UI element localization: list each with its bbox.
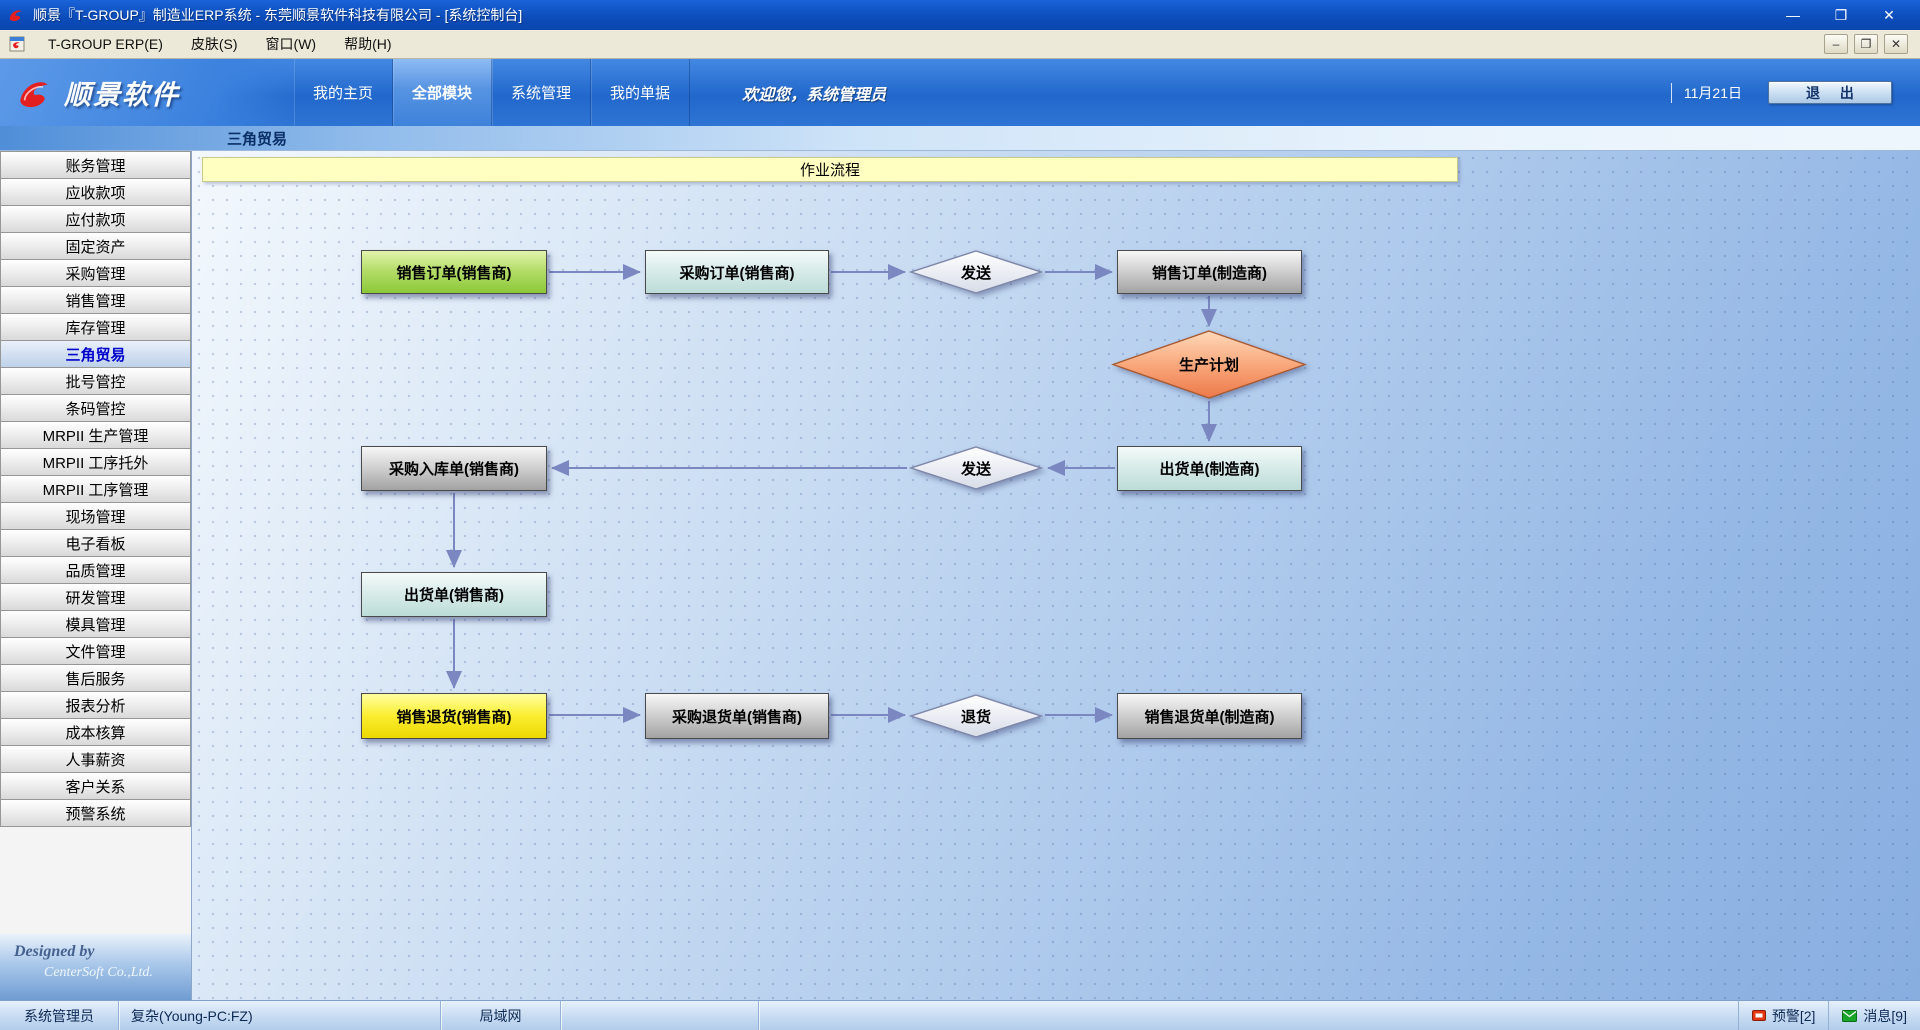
sidebar-item-mold[interactable]: 模具管理 — [0, 610, 191, 638]
sidebar-item-sales[interactable]: 销售管理 — [0, 286, 191, 314]
window-controls: ― ❐ ✕ — [1776, 4, 1914, 26]
sidebar-item-mrp2-outsourcing[interactable]: MRPII 工序托外 — [0, 448, 191, 476]
module-sidebar: 账务管理 应收款项 应付款项 固定资产 采购管理 销售管理 库存管理 三角贸易 … — [0, 151, 192, 1000]
sidebar-item-document[interactable]: 文件管理 — [0, 637, 191, 665]
brand-name: 顺景软件 — [64, 80, 180, 110]
vendor-name-text: CenterSoft Co.,Ltd. — [44, 965, 153, 980]
flow-node-sales-order-manufacturer[interactable]: 销售订单(制造商) — [1117, 250, 1302, 294]
sidebar-item-alert-system[interactable]: 预警系统 — [0, 799, 191, 827]
module-title: 三角贸易 — [227, 130, 288, 148]
mdi-window-controls: – ❐ ✕ — [1824, 34, 1914, 54]
messages-label: 消息[9] — [1863, 1007, 1907, 1024]
flow-node-send-2: 发送 — [909, 446, 1043, 490]
alerts-label: 预警[2] — [1771, 1007, 1816, 1024]
menu-window[interactable]: 窗口(W) — [265, 36, 317, 52]
sidebar-item-inventory[interactable]: 库存管理 — [0, 313, 191, 341]
flow-node-sales-order-seller[interactable]: 销售订单(销售商) — [361, 250, 547, 294]
menu-help[interactable]: 帮助(H) — [344, 36, 392, 52]
exit-button[interactable]: 退 出 — [1768, 81, 1892, 104]
brand-logo: 顺景软件 — [0, 59, 294, 126]
sidebar-item-e-kanban[interactable]: 电子看板 — [0, 529, 191, 557]
close-icon[interactable]: ✕ — [1883, 6, 1895, 23]
sidebar-item-after-sales[interactable]: 售后服务 — [0, 664, 191, 692]
brand-swoosh-icon — [20, 81, 48, 107]
window-title: 顺景『T-GROUP』制造业ERP系统 - 东莞顺景软件科技有限公司 - [系统… — [33, 7, 523, 23]
diamond-shape — [909, 694, 1043, 738]
status-network: 局域网 — [441, 1001, 561, 1030]
flow-node-purchase-return-seller[interactable]: 采购退货单(销售商) — [645, 693, 829, 739]
tab-my-home[interactable]: 我的主页 — [294, 59, 394, 126]
flowchart-canvas: 作业流程 — [192, 151, 1920, 1000]
flow-node-purchase-order-seller[interactable]: 采购订单(销售商) — [645, 250, 829, 294]
tab-system-admin[interactable]: 系统管理 — [492, 59, 592, 126]
status-alerts[interactable]: 预警[2] — [1737, 1001, 1829, 1030]
diamond-shape — [909, 446, 1043, 490]
minimize-icon[interactable]: ― — [1786, 7, 1800, 23]
date-label: 11月21日 — [1670, 82, 1742, 103]
status-workstation: 复杂(Young-PC:FZ) — [119, 1001, 441, 1030]
menu-tgroup-erp[interactable]: T-GROUP ERP(E) — [48, 36, 163, 52]
sidebar-item-barcode-control[interactable]: 条码管控 — [0, 394, 191, 422]
module-subheader: 三角贸易 — [0, 126, 1920, 151]
sidebar-item-purchasing[interactable]: 采购管理 — [0, 259, 191, 287]
status-user: 系统管理员 — [0, 1001, 119, 1030]
header-right: 11月21日 退 出 — [1670, 81, 1920, 104]
header-tabs: 我的主页 全部模块 系统管理 我的单据 — [294, 59, 691, 126]
mdi-minimize-icon[interactable]: – — [1824, 34, 1848, 54]
status-messages[interactable]: 消息[9] — [1828, 1001, 1920, 1030]
content-area: 账务管理 应收款项 应付款项 固定资产 采购管理 销售管理 库存管理 三角贸易 … — [0, 151, 1920, 1000]
titlebar: 顺景『T-GROUP』制造业ERP系统 - 东莞顺景软件科技有限公司 - [系统… — [0, 0, 1920, 30]
sidebar-item-hr-payroll[interactable]: 人事薪资 — [0, 745, 191, 773]
alert-icon — [1751, 1010, 1766, 1021]
sidebar-item-fixed-assets[interactable]: 固定资产 — [0, 232, 191, 260]
status-empty-section — [561, 1001, 759, 1030]
sidebar-item-customer-relations[interactable]: 客户关系 — [0, 772, 191, 800]
flow-node-send-1: 发送 — [909, 250, 1043, 294]
mdi-child-icon — [8, 35, 26, 53]
flow-node-shipment-seller[interactable]: 出货单(销售商) — [361, 572, 547, 617]
flow-title-banner: 作业流程 — [202, 157, 1458, 182]
sidebar-item-quality[interactable]: 品质管理 — [0, 556, 191, 584]
flow-node-return: 退货 — [909, 694, 1043, 738]
sidebar-footer: Designed by CenterSoft Co.,Ltd. — [0, 934, 191, 1000]
welcome-text: 欢迎您，系统管理员 — [742, 86, 887, 104]
sidebar-item-rnd[interactable]: 研发管理 — [0, 583, 191, 611]
flow-node-shipment-manufacturer[interactable]: 出货单(制造商) — [1117, 446, 1302, 491]
sidebar-item-shopfloor[interactable]: 现场管理 — [0, 502, 191, 530]
sidebar-item-mrp2-process[interactable]: MRPII 工序管理 — [0, 475, 191, 503]
maximize-icon[interactable]: ❐ — [1834, 6, 1848, 23]
diamond-shape — [1111, 330, 1307, 399]
sidebar-item-report-analysis[interactable]: 报表分析 — [0, 691, 191, 719]
tab-my-documents[interactable]: 我的单据 — [591, 59, 691, 126]
diamond-shape — [909, 250, 1043, 294]
mdi-restore-icon[interactable]: ❐ — [1854, 34, 1878, 54]
mdi-close-icon[interactable]: ✕ — [1884, 34, 1908, 54]
tab-all-modules[interactable]: 全部模块 — [393, 59, 493, 126]
menu-skin[interactable]: 皮肤(S) — [190, 36, 238, 52]
sidebar-item-lot-control[interactable]: 批号管控 — [0, 367, 191, 395]
sidebar-item-triangle-trade[interactable]: 三角贸易 — [0, 340, 191, 368]
sidebar-item-receivables[interactable]: 应收款项 — [0, 178, 191, 206]
app-logo-icon — [6, 5, 26, 25]
status-spacer — [759, 1001, 1738, 1030]
app-header: 顺景软件 我的主页 全部模块 系统管理 我的单据 欢迎您，系统管理员 11月21… — [0, 59, 1920, 126]
flow-node-sales-return-seller[interactable]: 销售退货(销售商) — [361, 693, 547, 739]
flow-node-sales-return-manufacturer[interactable]: 销售退货单(制造商) — [1117, 693, 1302, 739]
menubar: T-GROUP ERP(E) 皮肤(S) 窗口(W) 帮助(H) – ❐ ✕ — [0, 30, 1920, 59]
designed-by-text: Designed by — [14, 943, 95, 960]
message-icon — [1842, 1009, 1858, 1022]
sidebar-item-payables[interactable]: 应付款项 — [0, 205, 191, 233]
sidebar-item-accounting[interactable]: 账务管理 — [0, 151, 191, 179]
flow-node-purchase-receipt-seller[interactable]: 采购入库单(销售商) — [361, 446, 547, 491]
sidebar-item-cost-accounting[interactable]: 成本核算 — [0, 718, 191, 746]
sidebar-item-mrp2-production[interactable]: MRPII 生产管理 — [0, 421, 191, 449]
statusbar: 系统管理员 复杂(Young-PC:FZ) 局域网 预警[2] 消息[9] — [0, 1000, 1920, 1030]
flow-node-production-plan: 生产计划 — [1111, 330, 1307, 399]
